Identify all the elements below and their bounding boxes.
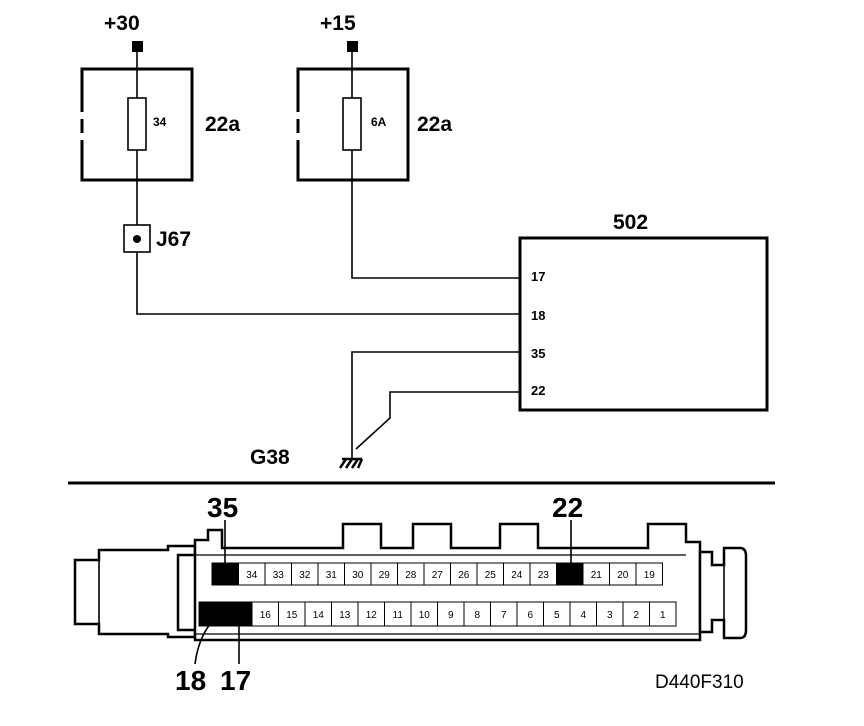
connector-pin-number: 7 <box>501 610 507 621</box>
connector-pin-number: 16 <box>260 610 272 621</box>
connector-pin-cell <box>198 601 226 627</box>
connector-pin-number: 32 <box>299 570 311 581</box>
connector-pin-cell <box>649 601 677 627</box>
connector-pin-cell <box>357 601 385 627</box>
connector-pin-cell <box>251 601 279 627</box>
connector-pin-number: 30 <box>352 570 364 581</box>
connector-pin-number: 27 <box>432 570 444 581</box>
connector-pin-cell <box>556 562 584 586</box>
connector-pin-cell <box>225 601 253 627</box>
callout-pin-22: 22 <box>552 492 583 523</box>
connector-pin-cell <box>304 601 332 627</box>
connector-pin-number: 24 <box>511 570 523 581</box>
wire-junction-to-pin-18 <box>136 252 520 315</box>
connector-pin-number: 29 <box>379 570 391 581</box>
connector-pin-number: 25 <box>485 570 497 581</box>
control-unit-label: 502 <box>613 211 648 234</box>
callout-pin-17: 17 <box>220 665 251 696</box>
connector-pin-cell <box>437 601 465 627</box>
supply-label-15: +15 <box>320 12 356 35</box>
fuse-element-2 <box>342 97 362 151</box>
connector-pin-cell <box>211 562 239 586</box>
connector-pin-number: 14 <box>313 610 325 621</box>
connector-pin-cell <box>278 601 306 627</box>
terminal-square-15 <box>347 41 358 52</box>
cu-pin-35: 35 <box>531 346 545 361</box>
cu-pin-18: 18 <box>531 308 545 323</box>
connector-pin-cell <box>516 601 544 627</box>
connector-pin-number: 33 <box>273 570 285 581</box>
figure-reference: D440F310 <box>655 672 744 693</box>
connector-pin-number: 15 <box>286 610 298 621</box>
ground-g38: G38 <box>250 446 364 469</box>
junction-dot <box>133 235 141 243</box>
supply-terminal-30: +30 <box>104 12 143 52</box>
connector-pin-number: 10 <box>419 610 431 621</box>
connector-pin-number: 2 <box>633 610 639 621</box>
connector-pin-number: 1 <box>660 610 666 621</box>
wire-pin-35-to-ground <box>351 351 520 458</box>
fuse-box-label-1: 22a <box>205 113 240 136</box>
connector-pin-number: 9 <box>448 610 454 621</box>
terminal-square-30 <box>132 41 143 52</box>
supply-terminal-15: +15 <box>320 12 358 52</box>
ground-label: G38 <box>250 446 290 469</box>
connector-pin-cell <box>622 601 650 627</box>
connector-pin-number: 26 <box>458 570 470 581</box>
connector-pin-number: 12 <box>366 610 378 621</box>
fuse-box-1: 34 22a <box>80 52 240 182</box>
connector-pin-number: 4 <box>580 610 586 621</box>
connector-pin-number: 20 <box>617 570 629 581</box>
connector-pin-number: 5 <box>554 610 560 621</box>
junction-label: J67 <box>156 228 191 251</box>
connector-pin-number: 6 <box>527 610 533 621</box>
connector-pin-cell <box>596 601 624 627</box>
connector-pin-number: 34 <box>246 570 258 581</box>
connector-pin-number: 31 <box>326 570 338 581</box>
connector-pin-cell <box>384 601 412 627</box>
connector-right-plug <box>698 546 748 640</box>
connector-top-row: 34 33 32 31 30 29 28 27 26 25 24 23 21 20 19 <box>211 562 663 586</box>
fuse-box-2: 6A 22a <box>296 52 452 182</box>
connector-pin-number: 19 <box>644 570 656 581</box>
cu-pin-17: 17 <box>531 269 545 284</box>
connector-pin-cell <box>331 601 359 627</box>
fuse-rating-1: 34 <box>153 115 167 129</box>
connector-pin-number: 23 <box>538 570 550 581</box>
control-unit-box <box>518 236 769 412</box>
connector-pin-number: 11 <box>393 610 404 621</box>
fuse-rating-2: 6A <box>371 115 387 129</box>
ground-symbol-icon <box>338 457 364 469</box>
connector-bottom-row: 16 15 14 13 12 11 10 9 8 7 6 5 4 3 2 1 <box>198 601 677 627</box>
connector-pin-number: 3 <box>607 610 613 621</box>
callout-pin-35: 35 <box>207 492 238 523</box>
cu-pin-22: 22 <box>531 383 545 398</box>
fuse-box-label-2: 22a <box>417 113 452 136</box>
callout-pin-18: 18 <box>175 665 206 696</box>
connector-pin-number: 21 <box>591 570 603 581</box>
fuse-element-1 <box>127 97 147 151</box>
connector-pin-cell <box>635 562 663 586</box>
wire-pin-22-to-ground <box>355 391 520 450</box>
supply-label-30: +30 <box>104 12 140 35</box>
connector-pin-number: 28 <box>405 570 417 581</box>
fuse-box-2-outline <box>296 67 410 182</box>
wire-15-to-pin-17 <box>351 150 520 279</box>
fuse-box-1-outline <box>80 67 194 182</box>
connector-left-plug <box>73 544 197 639</box>
control-unit-502: 502 17 18 35 22 <box>518 211 769 412</box>
connector-pin-cell <box>569 601 597 627</box>
junction-j67: J67 <box>123 224 191 253</box>
connector-pin-number: 13 <box>339 610 351 621</box>
connector-pin-number: 8 <box>474 610 480 621</box>
